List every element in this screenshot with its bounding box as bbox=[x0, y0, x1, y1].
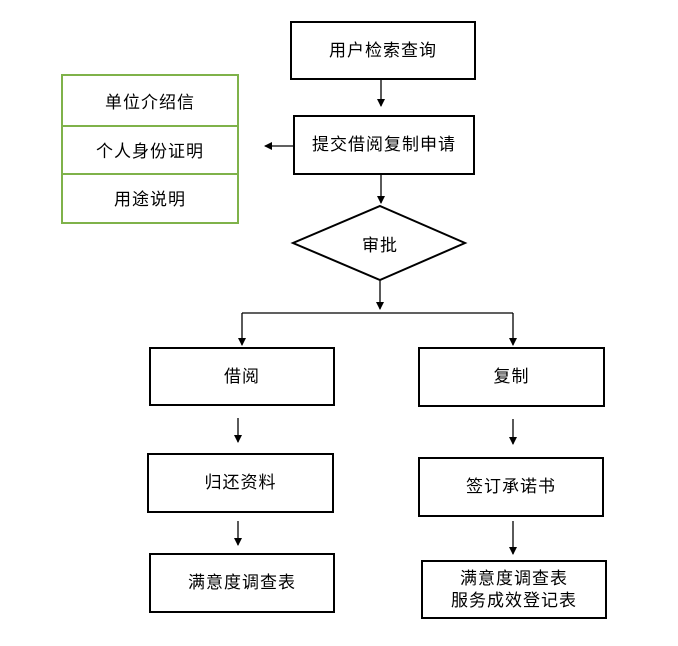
node-query-label: 用户检索查询 bbox=[329, 40, 437, 61]
node-sign: 签订承诺书 bbox=[418, 457, 604, 517]
node-query: 用户检索查询 bbox=[290, 21, 476, 80]
node-return: 归还资料 bbox=[147, 453, 334, 513]
requirement-label: 个人身份证明 bbox=[96, 141, 204, 162]
approve-diamond bbox=[290, 204, 468, 282]
node-survey-left-label: 满意度调查表 bbox=[188, 573, 296, 593]
requirements-divider bbox=[63, 173, 237, 175]
node-submit-label: 提交借阅复制申请 bbox=[312, 135, 456, 155]
requirement-item: 用途说明 bbox=[63, 173, 237, 222]
node-approve-label: 审批 bbox=[362, 235, 398, 256]
node-survey-left: 满意度调查表 bbox=[149, 553, 335, 613]
node-return-label: 归还资料 bbox=[204, 473, 277, 493]
node-survey-right: 满意度调查表 服务成效登记表 bbox=[421, 560, 607, 619]
node-survey-right-text: 满意度调查表 服务成效登记表 bbox=[451, 568, 577, 612]
node-approve: 审批 bbox=[292, 205, 468, 281]
node-survey-right-line1: 满意度调查表 bbox=[460, 568, 568, 589]
node-copy: 复制 bbox=[418, 347, 605, 407]
requirement-item: 单位介绍信 bbox=[63, 76, 237, 125]
requirement-item: 个人身份证明 bbox=[63, 125, 237, 173]
requirement-label: 用途说明 bbox=[114, 190, 186, 210]
requirement-label: 单位介绍信 bbox=[105, 93, 195, 113]
requirements-divider bbox=[63, 125, 237, 127]
requirements-group bbox=[61, 74, 239, 224]
node-sign-label: 签订承诺书 bbox=[466, 477, 556, 497]
node-submit: 提交借阅复制申请 bbox=[293, 115, 475, 175]
node-borrow: 借阅 bbox=[149, 347, 335, 406]
node-copy-label: 复制 bbox=[493, 367, 530, 387]
node-survey-right-line2: 服务成效登记表 bbox=[451, 590, 577, 611]
node-borrow-label: 借阅 bbox=[224, 366, 260, 387]
